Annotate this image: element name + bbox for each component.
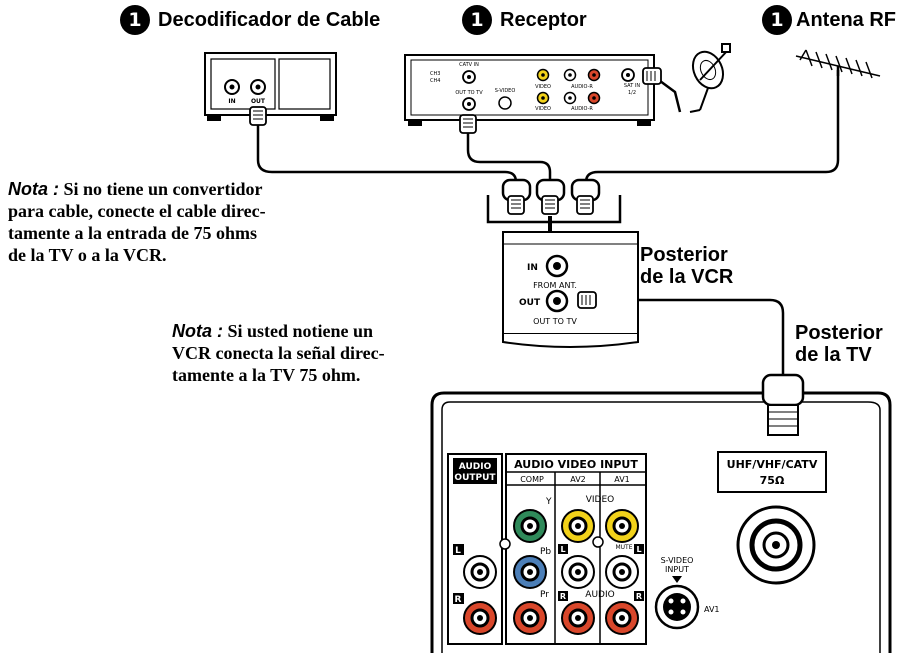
f-connector-icon: [459, 114, 477, 134]
tv-video-label: VIDEO: [586, 495, 615, 505]
coax-cables: [256, 70, 840, 375]
tv-coax-plug-icon: [761, 373, 805, 436]
tv-svideo-label: INPUT: [665, 565, 689, 574]
tv-comp-label: COMP: [520, 475, 544, 484]
tv-av2-label: AV2: [570, 475, 586, 484]
tv-uhf-label: UHF/VHF/CATV: [727, 458, 818, 471]
tv-l-label: L: [455, 546, 461, 556]
tv-ohm-label: 75Ω: [760, 474, 785, 487]
tv-l-label: L: [636, 545, 641, 554]
note-label: Nota :: [172, 321, 223, 341]
tv-r-label: R: [455, 595, 462, 605]
note-line: tamente a la TV 75 ohm.: [172, 365, 361, 385]
tv-pr-label: Pr: [540, 590, 549, 600]
vcr-in-label: IN: [527, 263, 538, 273]
header-antenna-label: Antena RF: [796, 8, 896, 31]
cable-box-in-label: IN: [228, 98, 235, 105]
note-line: VCR conecta la señal direc-: [172, 343, 385, 363]
f-connector-icon: [577, 291, 597, 309]
vcr-back-panel: IN FROM ANT. OUT OUT TO TV: [502, 231, 639, 348]
f-connector-icon: [249, 106, 267, 126]
cable-box: IN OUT: [204, 52, 337, 126]
note-line: Si no tiene un convertidor: [63, 179, 263, 199]
header-receiver: 1 Receptor: [462, 5, 587, 35]
vcr-from-ant-label: FROM ANT.: [533, 281, 577, 290]
vcr-out-label: OUT: [519, 298, 541, 308]
tv-back-panel: AUDIO OUTPUT L R AUDIO VIDEO INPUT COMP …: [430, 373, 892, 653]
cable-from-cable-box: [256, 115, 518, 190]
cable-box-out-label: OUT: [251, 98, 266, 105]
step-number-icon: 1: [762, 5, 792, 35]
satellite-dish-icon: [689, 43, 731, 113]
label-line: de la VCR: [640, 266, 734, 288]
satellite-receiver: CH3 CH4 CATV IN OUT TO TV S-VIDEO VIDEO …: [404, 54, 662, 134]
note-no-converter: Nota : Si no tiene un convertidor para c…: [8, 178, 266, 266]
tv-audio-output-label: OUTPUT: [454, 473, 496, 483]
label-line: Posterior: [640, 244, 728, 266]
tv-audio-video-input-label: AUDIO VIDEO INPUT: [514, 458, 638, 471]
tv-l-label: L: [560, 545, 565, 554]
receiver-svideo-label: S-VIDEO: [495, 88, 516, 94]
tv-pb-label: Pb: [540, 547, 551, 557]
tv-av1-label: AV1: [614, 475, 630, 484]
step-number-icon: 1: [120, 5, 150, 35]
note-line: tamente a la entrada de 75 ohms: [8, 223, 257, 243]
receiver-video2-label: VIDEO: [535, 106, 551, 112]
header-antenna: 1 Antena RF: [762, 5, 896, 35]
label-vcr-back: Posterior de la VCR: [640, 244, 733, 288]
vcr-out-to-tv-label: OUT TO TV: [533, 317, 577, 326]
receiver-audio-r1-label: AUDIO-R: [571, 84, 593, 90]
tv-audio-output-label: AUDIO: [459, 462, 492, 472]
f-connector-icon: [642, 67, 662, 85]
tv-r-label: R: [636, 592, 642, 601]
cable-vcr-to-tv: [600, 298, 785, 375]
rf-antenna-icon: [795, 49, 881, 79]
receiver-out-label: OUT TO TV: [455, 90, 483, 96]
label-line: Posterior: [795, 322, 883, 344]
receiver-audio-r2-label: AUDIO-R: [571, 106, 593, 112]
tv-mute-label: MUTE: [615, 544, 632, 551]
receiver-catv-in-label: CATV IN: [459, 62, 479, 68]
receiver-sat-num-label: 1/2: [628, 90, 636, 96]
note-line: para cable, conecte el cable direc-: [8, 201, 266, 221]
tv-r-label: R: [560, 592, 566, 601]
header-cable-box-label: Decodificador de Cable: [158, 8, 381, 31]
tv-svideo-av1-label: AV1: [704, 605, 720, 614]
note-line: Si usted notiene un: [227, 321, 374, 341]
tv-audio-label: AUDIO: [585, 590, 614, 600]
tv-svideo-label: S-VIDEO: [661, 556, 694, 565]
receiver-ch3-label: CH3: [430, 71, 440, 77]
note-label: Nota :: [8, 179, 59, 199]
cable-from-antenna: [584, 70, 840, 190]
label-tv-back: Posterior de la TV: [795, 322, 883, 366]
label-line: de la TV: [795, 344, 872, 366]
receiver-sat-in-label: SAT IN: [624, 83, 640, 89]
signal-combiner: [486, 178, 622, 250]
note-line: de la TV o a la VCR.: [8, 245, 167, 265]
tv-y-label: Y: [545, 497, 552, 507]
cable-from-receiver: [466, 130, 552, 190]
svideo-jack-icon: [498, 96, 512, 110]
cable-from-dish: [655, 76, 682, 113]
header-receiver-label: Receptor: [500, 8, 587, 31]
header-cable-box: 1 Decodificador de Cable: [120, 5, 380, 35]
receiver-video1-label: VIDEO: [535, 84, 551, 90]
note-no-vcr: Nota : Si usted notiene un VCR conecta l…: [172, 320, 385, 386]
step-number-icon: 1: [462, 5, 492, 35]
receiver-ch4-label: CH4: [430, 78, 440, 84]
